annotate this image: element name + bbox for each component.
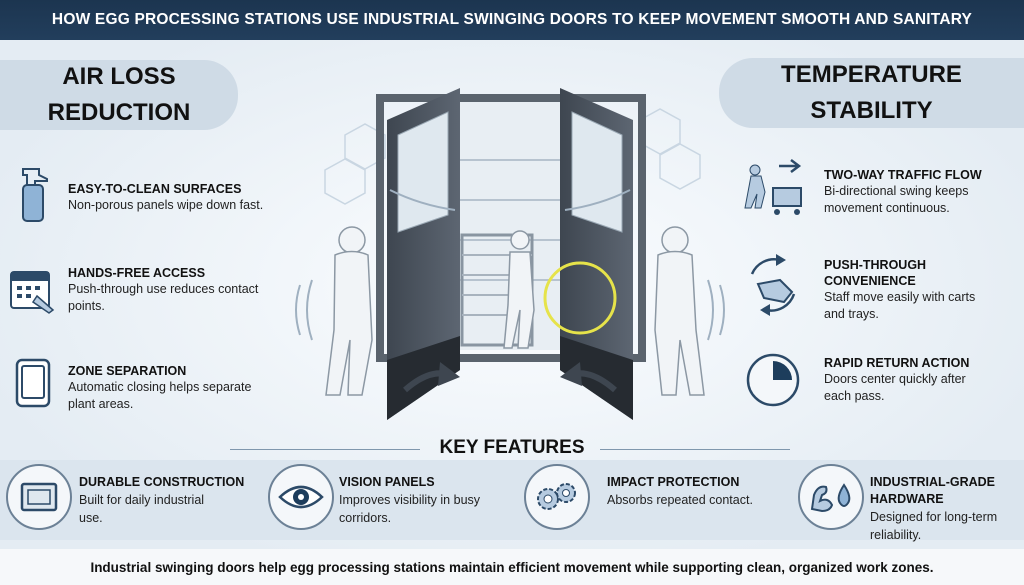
- divider: [230, 449, 420, 450]
- spray-bottle-icon: [8, 168, 58, 222]
- arm-drop-icon: [798, 464, 864, 530]
- feature-easy-to-clean: EASY-TO-CLEAN SURFACES Non-porous panels…: [8, 168, 308, 230]
- feature-hands-free-access: HANDS-FREE ACCESS Push-through use reduc…: [8, 255, 308, 320]
- feature-rapid-return-action: RAPID RETURN ACTION Doors center quickly…: [738, 350, 1018, 415]
- hand-rotate-icon: [738, 254, 808, 316]
- key-feature-vision-panels: VISION PANELS Improves visibility in bus…: [268, 462, 518, 542]
- gears-icon: [524, 464, 590, 530]
- calendar-hand-icon: [8, 265, 58, 315]
- key-feature-durable-construction: DURABLE CONSTRUCTION Built for daily ind…: [6, 462, 256, 542]
- footer-summary: Industrial swinging doors help egg proce…: [0, 549, 1024, 585]
- eye-icon: [268, 464, 334, 530]
- page-title: HOW EGG PROCESSING STATIONS USE INDUSTRI…: [0, 0, 1024, 40]
- key-feature-industrial-grade-hardware: INDUSTRIAL-GRADE HARDWARE Designed for l…: [798, 462, 1022, 542]
- tablet-icon: [8, 358, 58, 408]
- temperature-stability-heading: TEMPERATURE STABILITY: [719, 58, 1024, 128]
- key-feature-impact-protection: IMPACT PROTECTION Absorbs repeated conta…: [524, 462, 784, 542]
- cart-arrow-icon: [738, 159, 808, 215]
- divider: [600, 449, 790, 450]
- feature-two-way-traffic: TWO-WAY TRAFFIC FLOW Bi-directional swin…: [738, 158, 1018, 223]
- feature-zone-separation: ZONE SEPARATION Automatic closing helps …: [8, 353, 308, 418]
- air-loss-reduction-heading: AIR LOSS REDUCTION: [0, 60, 238, 130]
- clock-icon: [738, 353, 808, 407]
- panel-icon: [6, 464, 72, 530]
- feature-push-through-convenience: PUSH-THROUGH CONVENIENCE Staff move easi…: [738, 252, 1018, 332]
- key-features-title: KEY FEATURES: [439, 437, 585, 458]
